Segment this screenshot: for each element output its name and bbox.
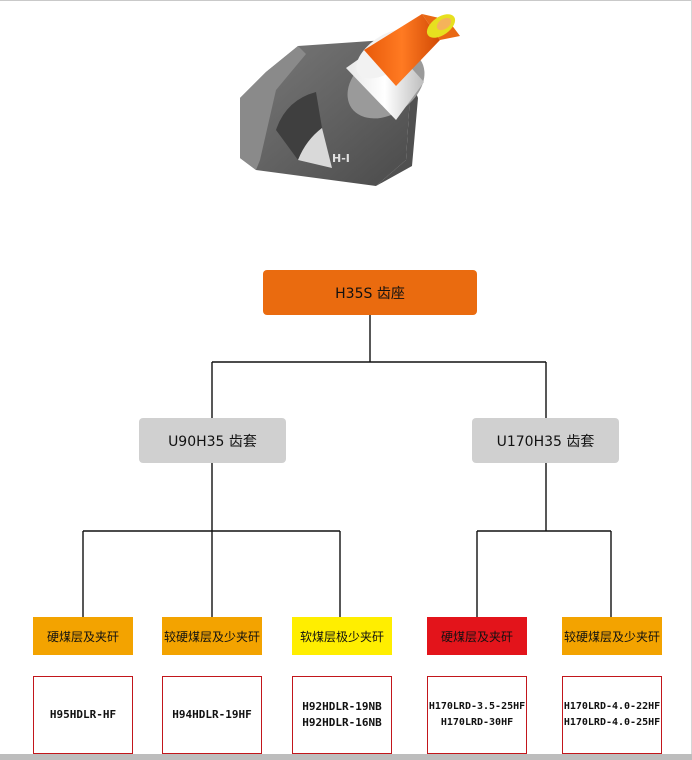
holder-node-label: U170H35 齿套 bbox=[496, 433, 595, 450]
category-node: 硬煤层及夹矸 bbox=[427, 617, 527, 655]
holder-node-u170h35: U170H35 齿套 bbox=[472, 418, 619, 463]
pick-model-code: H170LRD-3.5-25HF bbox=[428, 701, 526, 712]
category-node: 硬煤层及夹矸 bbox=[33, 617, 133, 655]
category-node: 较硬煤层及少夹矸 bbox=[562, 617, 662, 655]
category-node: 软煤层极少夹矸 bbox=[292, 617, 392, 655]
pick-model-code: H95HDLR-HF bbox=[49, 708, 117, 721]
pick-model-code: H92HDLR-19NB bbox=[302, 700, 382, 713]
holder-node-label: U90H35 齿套 bbox=[168, 433, 257, 450]
category-label: 软煤层极少夹矸 bbox=[299, 629, 384, 644]
pick-holder-image: H-I bbox=[240, 14, 460, 186]
root-node-label: H35S 齿座 bbox=[335, 285, 405, 302]
pick-model-box: H94HDLR-19HF bbox=[162, 676, 262, 754]
category-label: 硬煤层及夹矸 bbox=[46, 629, 119, 644]
pick-model-box: H170LRD-4.0-22HF H170LRD-4.0-25HF bbox=[562, 676, 662, 754]
pick-model-code: H94HDLR-19HF bbox=[172, 708, 252, 721]
pick-model-code: H170LRD-4.0-22HF bbox=[563, 701, 661, 712]
category-label: 较硬煤层及少夹矸 bbox=[563, 629, 660, 644]
root-node-h35s: H35S 齿座 bbox=[263, 270, 477, 315]
pick-model-code: H170LRD-30HF bbox=[440, 717, 514, 728]
pick-model-box: H92HDLR-19NB H92HDLR-16NB bbox=[292, 676, 392, 754]
pick-model-code: H92HDLR-16NB bbox=[302, 716, 382, 729]
category-node: 较硬煤层及少夹矸 bbox=[162, 617, 262, 655]
product-logo: H-I bbox=[332, 152, 350, 165]
frame-bottom-border bbox=[0, 754, 692, 760]
category-label: 硬煤层及夹矸 bbox=[440, 629, 513, 644]
holder-node-u90h35: U90H35 齿套 bbox=[139, 418, 286, 463]
pick-model-box: H170LRD-3.5-25HF H170LRD-30HF bbox=[427, 676, 527, 754]
pick-model-code: H170LRD-4.0-25HF bbox=[563, 717, 661, 728]
frame-top-border bbox=[0, 0, 692, 1]
pick-model-box: H95HDLR-HF bbox=[33, 676, 133, 754]
category-label: 较硬煤层及少夹矸 bbox=[163, 629, 260, 644]
